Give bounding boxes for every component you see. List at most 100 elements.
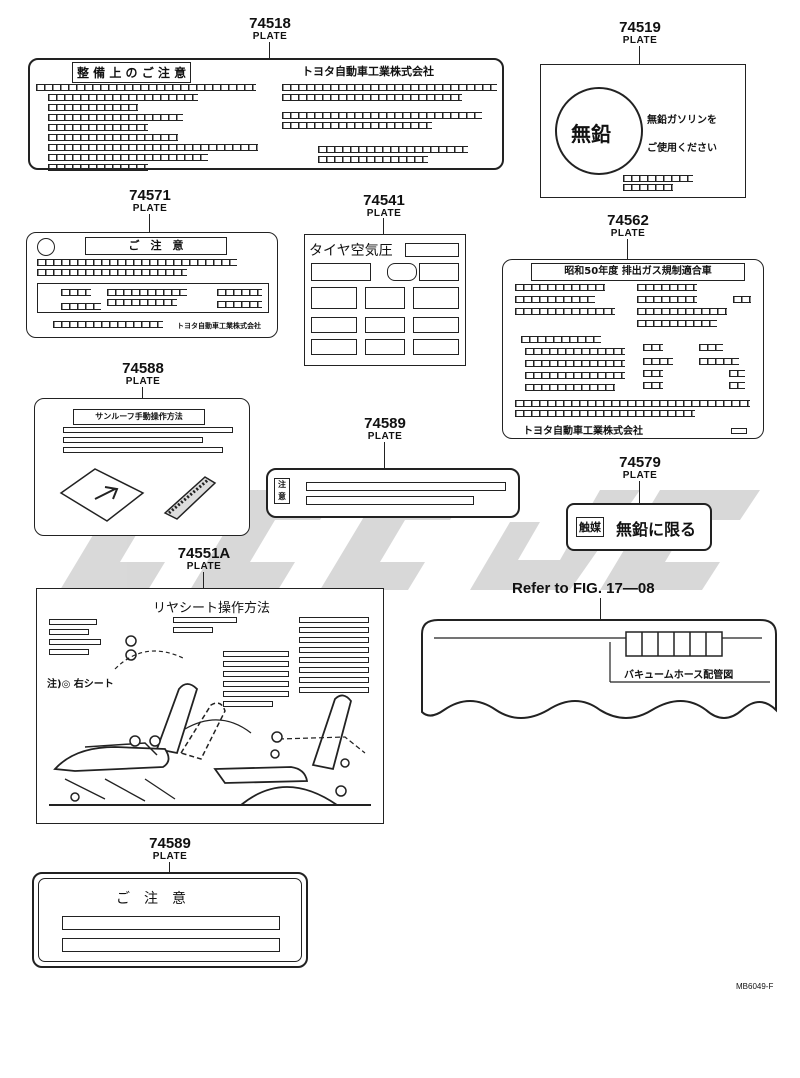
leader-line [203,572,204,588]
plate-title: タイヤ空気圧 [309,243,393,259]
text-row [637,308,727,315]
plate-title: ご 注 意 [85,237,227,255]
text-bar [223,671,289,677]
text-bar [299,637,369,643]
part-number: 74518 [249,15,291,32]
text-row [525,372,625,379]
part-number: 74562 [607,212,649,229]
text-row [515,410,695,417]
logo-icon [37,238,55,256]
instruction-line: 無鉛ガソリンを [647,115,717,126]
text-bar [299,617,369,623]
part-number: 74551A [177,545,231,562]
sunroof-illustration [59,468,217,522]
leader-line [169,862,170,872]
instruction-line: ご使用ください [647,143,717,154]
text-row [729,382,745,389]
text-row [282,112,482,119]
leader-line [384,442,385,468]
text-bar [62,916,280,930]
part-label-74562: 74562 PLATE [598,213,658,239]
part-label-74589: 74589 PLATE [355,416,415,442]
plate-word: PLATE [125,376,161,387]
text-bar [63,447,223,453]
figure-code: MB6049-F [736,982,774,991]
plate-74589-upper: 注意 [266,468,520,518]
text-row [48,154,208,161]
text-row [643,358,673,365]
plate-word: PLATE [622,470,658,481]
part-label-74589-lower: 74589 PLATE [140,836,200,862]
plate-74562: 昭和50年度 排出ガス規制適合車 トヨタ自動車工業株式会社 [502,259,764,439]
part-label-74551a: 74551A PLATE [172,546,236,572]
plate-word: PLATE [622,35,658,46]
part-label-74579: 74579 PLATE [610,455,670,481]
inner-border [38,878,302,962]
text-bar [306,482,506,491]
text-row [282,84,497,91]
text-bar [299,667,369,673]
text-row [515,308,615,315]
text-bar [306,496,474,505]
table-cell [405,243,459,257]
text-bar [223,701,273,707]
text-bar [62,938,280,952]
text-row [37,269,187,276]
table-cell [419,263,459,281]
text-row [61,303,101,310]
text-bar [299,657,369,663]
text-row [699,358,739,365]
plate-word: PLATE [367,431,403,442]
text-row [515,284,605,291]
text-row [282,94,462,101]
table-cell [413,287,459,309]
text-row [217,289,262,296]
text-row [53,321,163,328]
text-row [48,134,178,141]
plate-74588: サンルーフ手動操作方法 [34,398,250,536]
unleaded-circle [555,87,643,175]
text-row [48,164,148,171]
table-cell [731,428,747,434]
plate-74518: 整 備 上 の ご 注 意 トヨタ自動車工業株式会社 [28,58,504,171]
maker-name: トヨタ自動車工業株式会社 [177,322,261,330]
plate-74589-lower: ご 注 意 [32,872,308,968]
table-cell [311,339,357,355]
text-row [48,124,148,131]
text-bar [223,681,289,687]
text-row [107,299,177,306]
plate-word: PLATE [152,851,188,862]
text-bar [223,661,289,667]
leader-line [639,481,640,503]
text-bar [63,437,203,443]
text-bar [223,691,289,697]
part-label-74571: 74571 PLATE [120,188,180,214]
text-row [48,144,258,151]
text-row [282,122,432,129]
plate-title: 昭和50年度 排出ガス規制適合車 [531,263,745,281]
text-row [643,370,663,377]
plate-74579: 触媒 無鉛に限る [566,503,712,551]
leader-line [600,598,601,620]
plate-title: リヤシート操作方法 [153,601,271,616]
text-row [729,370,745,377]
text-bar [173,617,237,623]
leader-line [149,214,150,232]
text-bar [299,687,369,693]
text-row [699,344,723,351]
text-row [48,104,138,111]
part-number: 74579 [619,454,661,471]
unleaded-only-text: 無鉛に限る [616,520,697,539]
part-number: 74589 [364,415,406,432]
maker-name: トヨタ自動車工業株式会社 [302,65,434,78]
plate-word: PLATE [366,208,402,219]
plate-title: ご 注 意 [116,891,186,907]
text-row [37,259,237,266]
part-label-74541: 74541 PLATE [354,193,414,219]
text-row [48,114,183,121]
leader-line [383,218,384,234]
text-row [318,146,468,153]
part-number: 74588 [122,360,164,377]
text-row [623,184,673,191]
refer-note: Refer to FIG. 17—08 [512,580,655,597]
